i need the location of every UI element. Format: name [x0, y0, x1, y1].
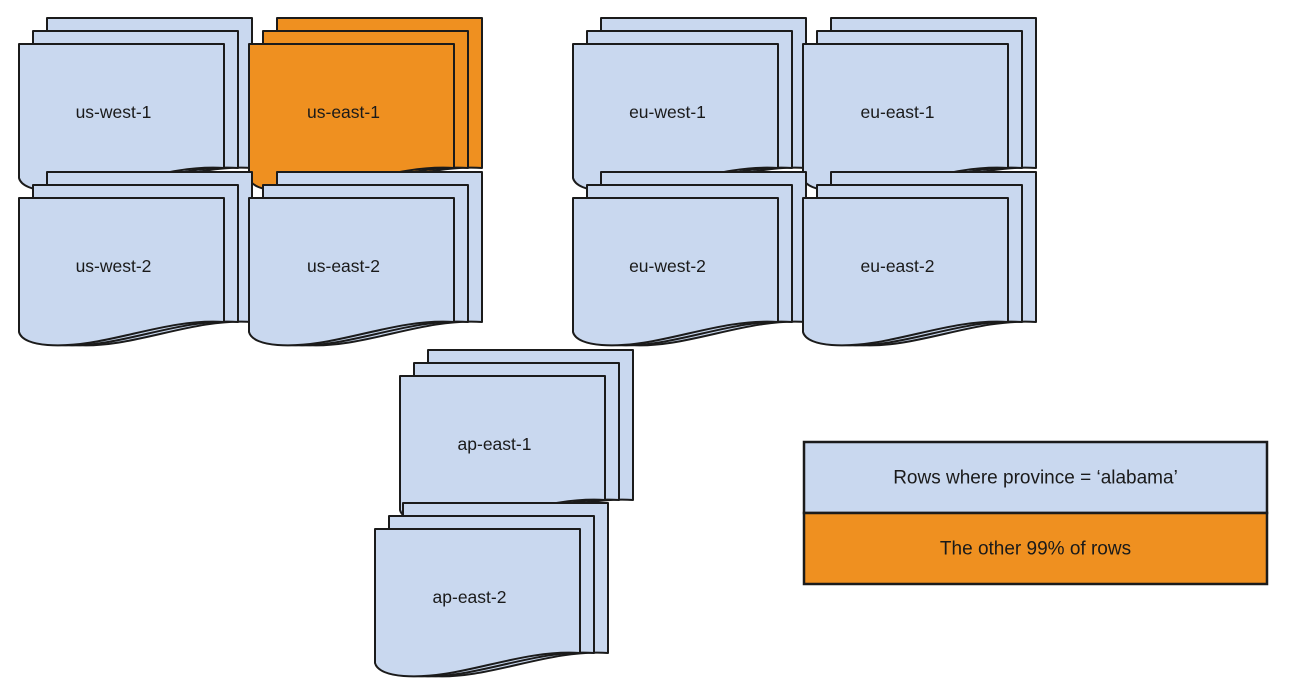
legend-label-highlighted-rows: Rows where province = ‘alabama’: [893, 468, 1178, 489]
stack-label-us-west-2: us-west-2: [76, 256, 152, 276]
legend-swatch-highlighted-rows: [802, 440, 1269, 515]
document-stack-eu-west-1[interactable]: eu-west-1: [572, 17, 807, 193]
stack-label-us-east-1: us-east-1: [307, 102, 380, 122]
document-stack-eu-west-2[interactable]: eu-west-2: [572, 171, 807, 347]
document-stack-eu-east-2[interactable]: eu-east-2: [802, 171, 1037, 347]
legend-row-other-rows: The other 99% of rows: [802, 511, 1269, 586]
stack-label-us-west-1: us-west-1: [76, 102, 152, 122]
stack-label-eu-west-2: eu-west-2: [629, 256, 706, 276]
legend-swatch-other-rows: [802, 511, 1269, 586]
stack-label-ap-east-1: ap-east-1: [458, 434, 532, 454]
document-sheet-front: [374, 528, 581, 678]
stack-label-eu-west-1: eu-west-1: [629, 102, 706, 122]
stack-label-ap-east-2: ap-east-2: [433, 587, 507, 607]
stack-label-eu-east-2: eu-east-2: [861, 256, 935, 276]
stack-label-eu-east-1: eu-east-1: [861, 102, 935, 122]
document-stack-ap-east-2[interactable]: ap-east-2: [374, 502, 609, 678]
document-sheet-front: [802, 197, 1009, 347]
document-stack-us-east-1[interactable]: us-east-1: [248, 17, 483, 193]
document-stack-eu-east-1[interactable]: eu-east-1: [802, 17, 1037, 193]
document-sheet-front: [572, 197, 779, 347]
document-stack-ap-east-1[interactable]: ap-east-1: [399, 349, 634, 525]
legend-box: Rows where province = ‘alabama’ The other…: [802, 440, 1269, 586]
document-sheet-front: [18, 197, 225, 347]
document-stack-us-east-2[interactable]: us-east-2: [248, 171, 483, 347]
stack-label-us-east-2: us-east-2: [307, 256, 380, 276]
document-sheet-front: [248, 197, 455, 347]
legend-row-highlighted-rows: Rows where province = ‘alabama’: [802, 440, 1269, 515]
legend-label-other-rows: The other 99% of rows: [940, 539, 1131, 560]
document-stack-us-west-2[interactable]: us-west-2: [18, 171, 253, 347]
document-stack-us-west-1[interactable]: us-west-1: [18, 17, 253, 193]
stacks-layer: us-west-1 us-east-1 eu-west-1 eu-east-1 us-w…: [18, 17, 1037, 678]
